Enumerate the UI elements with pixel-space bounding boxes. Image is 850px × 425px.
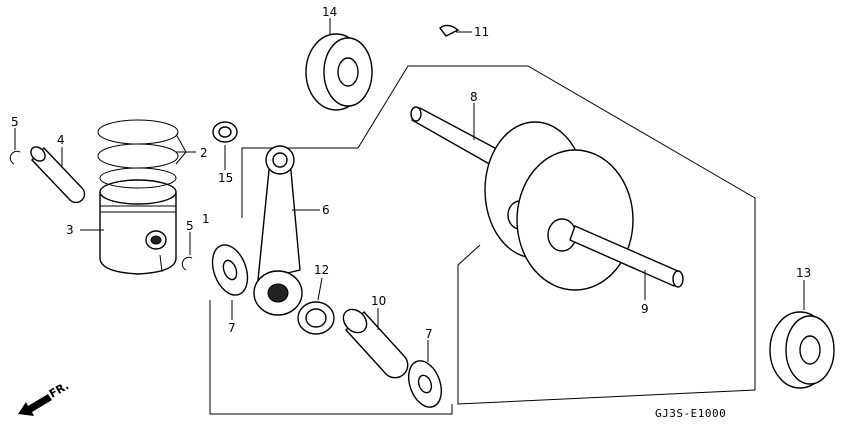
callout-3: 3 — [66, 223, 74, 237]
callout-10: 10 — [371, 294, 386, 308]
assembly-boundary — [241, 65, 756, 405]
piston[interactable] — [99, 179, 177, 275]
woodruff-key[interactable] — [439, 24, 460, 37]
callout-12: 12 — [314, 263, 329, 277]
diagram-code: GJ3S-E1000 — [655, 407, 726, 420]
callout-6: 6 — [322, 203, 330, 217]
piston-pin[interactable] — [28, 144, 86, 204]
crank-pin[interactable] — [339, 305, 409, 379]
callout-13: 13 — [796, 266, 811, 280]
piston-rings[interactable] — [97, 119, 179, 189]
callout-5-right: 5 — [186, 219, 194, 233]
main-bearing-top[interactable] — [305, 33, 373, 111]
callout-7-right: 7 — [425, 327, 433, 341]
callout-9: 9 — [641, 302, 649, 316]
callout-2: 2 — [200, 146, 208, 160]
callout-4: 4 — [57, 133, 65, 147]
thrust-washer-left[interactable] — [206, 240, 254, 300]
callout-15: 15 — [218, 171, 233, 185]
small-end-needle-bearing[interactable] — [212, 121, 238, 143]
callout-1: 1 — [202, 212, 210, 226]
piston-pin-clip-left[interactable] — [9, 150, 21, 165]
crankshaft-right[interactable] — [516, 149, 684, 291]
callout-14: 14 — [322, 5, 337, 19]
connecting-rod[interactable] — [253, 145, 303, 316]
callout-8: 8 — [470, 90, 478, 104]
subassembly-boundary — [209, 300, 453, 415]
callout-5-left: 5 — [11, 115, 19, 129]
piston-pin-clip-right[interactable] — [181, 256, 193, 271]
thrust-washer-right[interactable] — [403, 356, 448, 411]
big-end-needle-bearing[interactable] — [297, 301, 335, 335]
leader-lines — [14, 18, 805, 362]
front-direction-label: FR. — [47, 379, 71, 400]
callout-11: 11 — [474, 25, 489, 39]
main-bearing-bottom[interactable] — [769, 311, 835, 389]
front-direction-arrow-icon — [18, 394, 52, 416]
callout-7-left: 7 — [228, 321, 236, 335]
